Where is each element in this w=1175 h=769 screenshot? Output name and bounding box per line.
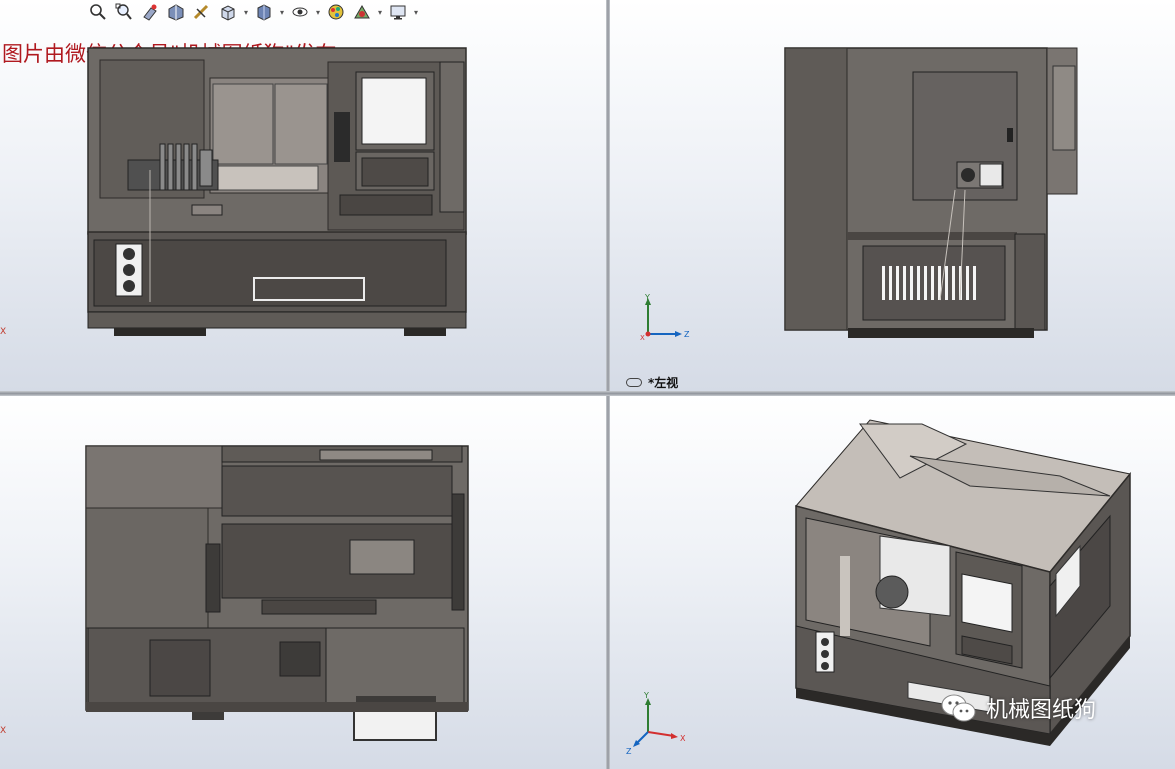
heads-up-view-toolbar: ▾ ▾ ▾ ▾ ▾ [86, 0, 420, 24]
axis-z-label-iso: Z [626, 747, 632, 756]
dropdown-arrow-icon[interactable]: ▾ [279, 7, 284, 17]
view-settings-icon[interactable] [386, 1, 410, 23]
axis-x-label: X [640, 334, 645, 342]
viewport-front[interactable]: ▾ ▾ ▾ ▾ ▾ 图片由微信公众号"机械图纸狗"发布 [0, 0, 606, 391]
dropdown-arrow-icon[interactable]: ▾ [377, 7, 382, 17]
axis-triad-iso: Y X Z [626, 692, 686, 756]
dropdown-arrow-icon[interactable]: ▾ [315, 7, 320, 17]
view-orientation-icon[interactable] [216, 1, 240, 23]
view-name-label: *左视 [626, 374, 678, 391]
left-view-model [784, 47, 1078, 338]
display-style-icon[interactable] [252, 1, 276, 23]
viewport-left[interactable]: Y Z X *左视 [610, 0, 1175, 391]
isometric-view-model [795, 419, 1131, 746]
viewport-top[interactable]: X [0, 396, 606, 769]
axis-y-label: Y [644, 293, 650, 302]
axis-x-label-iso: X [680, 734, 686, 743]
view-label-text: *左视 [648, 376, 679, 390]
dynamic-annotation-icon[interactable] [190, 1, 214, 23]
axis-y-label-iso: Y [643, 692, 649, 700]
axis-z-label: Z [684, 330, 690, 339]
hide-show-items-icon[interactable] [288, 1, 312, 23]
zoom-to-fit-icon[interactable] [86, 1, 110, 23]
section-view-icon[interactable] [164, 1, 188, 23]
front-view-model [87, 47, 467, 336]
watermark-brand-text: 机械图纸狗 [986, 698, 1097, 723]
viewport-isometric[interactable]: Y X Z 机械图纸狗 [610, 396, 1175, 769]
edit-appearance-icon[interactable] [324, 1, 348, 23]
apply-scene-icon[interactable] [350, 1, 374, 23]
zoom-to-area-icon[interactable] [112, 1, 136, 23]
top-view-model [85, 445, 469, 741]
previous-view-icon[interactable] [138, 1, 162, 23]
viewport-splitter-horizontal[interactable] [0, 391, 1175, 396]
dropdown-arrow-icon[interactable]: ▾ [243, 7, 248, 17]
axis-x-marker-bottom: X [0, 726, 7, 736]
viewport-splitter-vertical[interactable] [606, 0, 610, 769]
dropdown-arrow-icon[interactable]: ▾ [413, 7, 418, 17]
wechat-logo-icon [941, 694, 976, 722]
axis-triad: Y Z X [640, 293, 690, 342]
watermark-brand: 机械图纸狗 [940, 692, 1096, 724]
axis-x-marker: X [0, 327, 7, 337]
view-link-icon [626, 378, 642, 387]
